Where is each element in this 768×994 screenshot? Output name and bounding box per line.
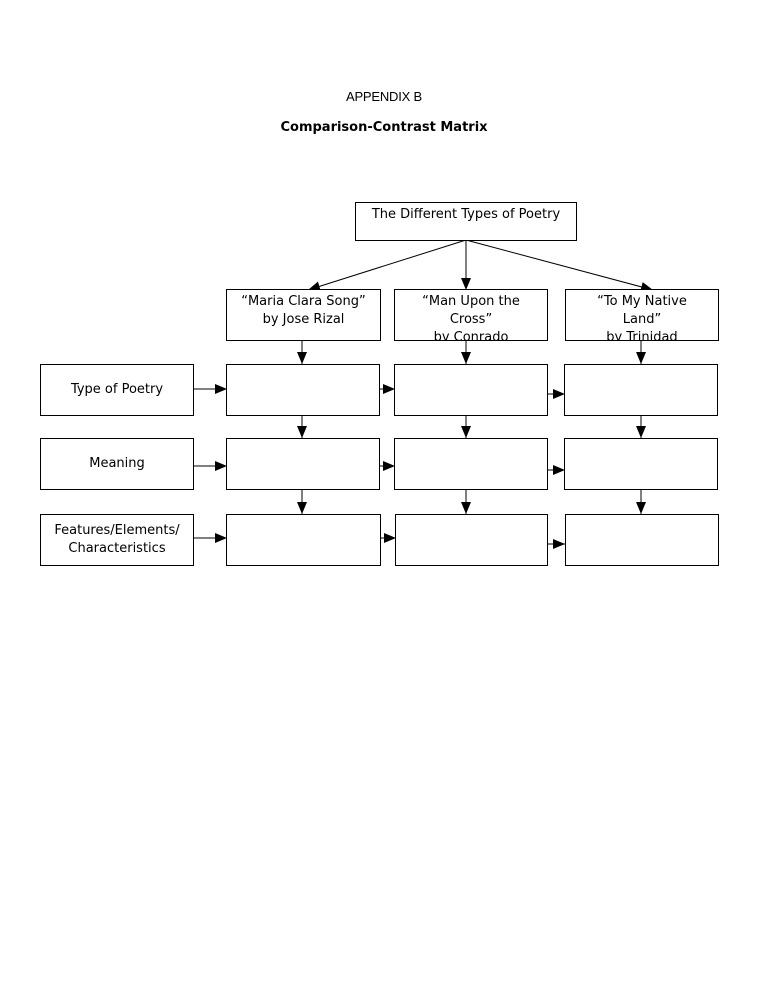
row-label-meaning: Meaning	[40, 438, 194, 490]
root-to-poem-3-arrow	[465, 239, 654, 292]
row-label-features: Features/Elements/ Characteristics	[40, 514, 194, 566]
cell-features-poem-3[interactable]	[565, 514, 719, 566]
cell-meaning-poem-2[interactable]	[394, 438, 548, 490]
root-box: The Different Types of Poetry	[355, 202, 577, 241]
poem-box-1: “Maria Clara Song” by Jose Rizal	[226, 289, 381, 341]
cell-features-poem-1[interactable]	[226, 514, 381, 566]
document-title: Comparison-Contrast Matrix	[280, 120, 488, 135]
poem-2-title: “Man Upon the Cross”	[422, 294, 520, 327]
poem-1-author: by Jose Rizal	[262, 312, 345, 327]
root-to-poem-1-arrow	[307, 239, 467, 292]
poem-box-3: “To My Native Land” by Trinidad Subido	[565, 289, 719, 341]
cell-features-poem-2[interactable]	[395, 514, 548, 566]
row-3-label: Features/Elements/ Characteristics	[54, 523, 180, 556]
root-label: The Different Types of Poetry	[371, 207, 561, 222]
poem-box-2: “Man Upon the Cross” by Conrado	[394, 289, 548, 341]
row-1-label: Type of Poetry	[70, 382, 164, 397]
cell-type-poem-2[interactable]	[394, 364, 548, 416]
poem-1-title: “Maria Clara Song”	[241, 294, 366, 309]
cell-meaning-poem-3[interactable]	[564, 438, 718, 490]
cell-type-poem-3[interactable]	[564, 364, 718, 416]
appendix-label: APPENDIX B	[345, 89, 423, 104]
row-label-type-of-poetry: Type of Poetry	[40, 364, 194, 416]
poem-2-author: by Conrado	[433, 330, 509, 341]
poem-3-title: “To My Native Land”	[597, 294, 687, 327]
row-2-label: Meaning	[89, 456, 145, 471]
cell-type-poem-1[interactable]	[226, 364, 380, 416]
poem-3-author: by Trinidad Subido	[606, 330, 678, 341]
cell-meaning-poem-1[interactable]	[226, 438, 380, 490]
